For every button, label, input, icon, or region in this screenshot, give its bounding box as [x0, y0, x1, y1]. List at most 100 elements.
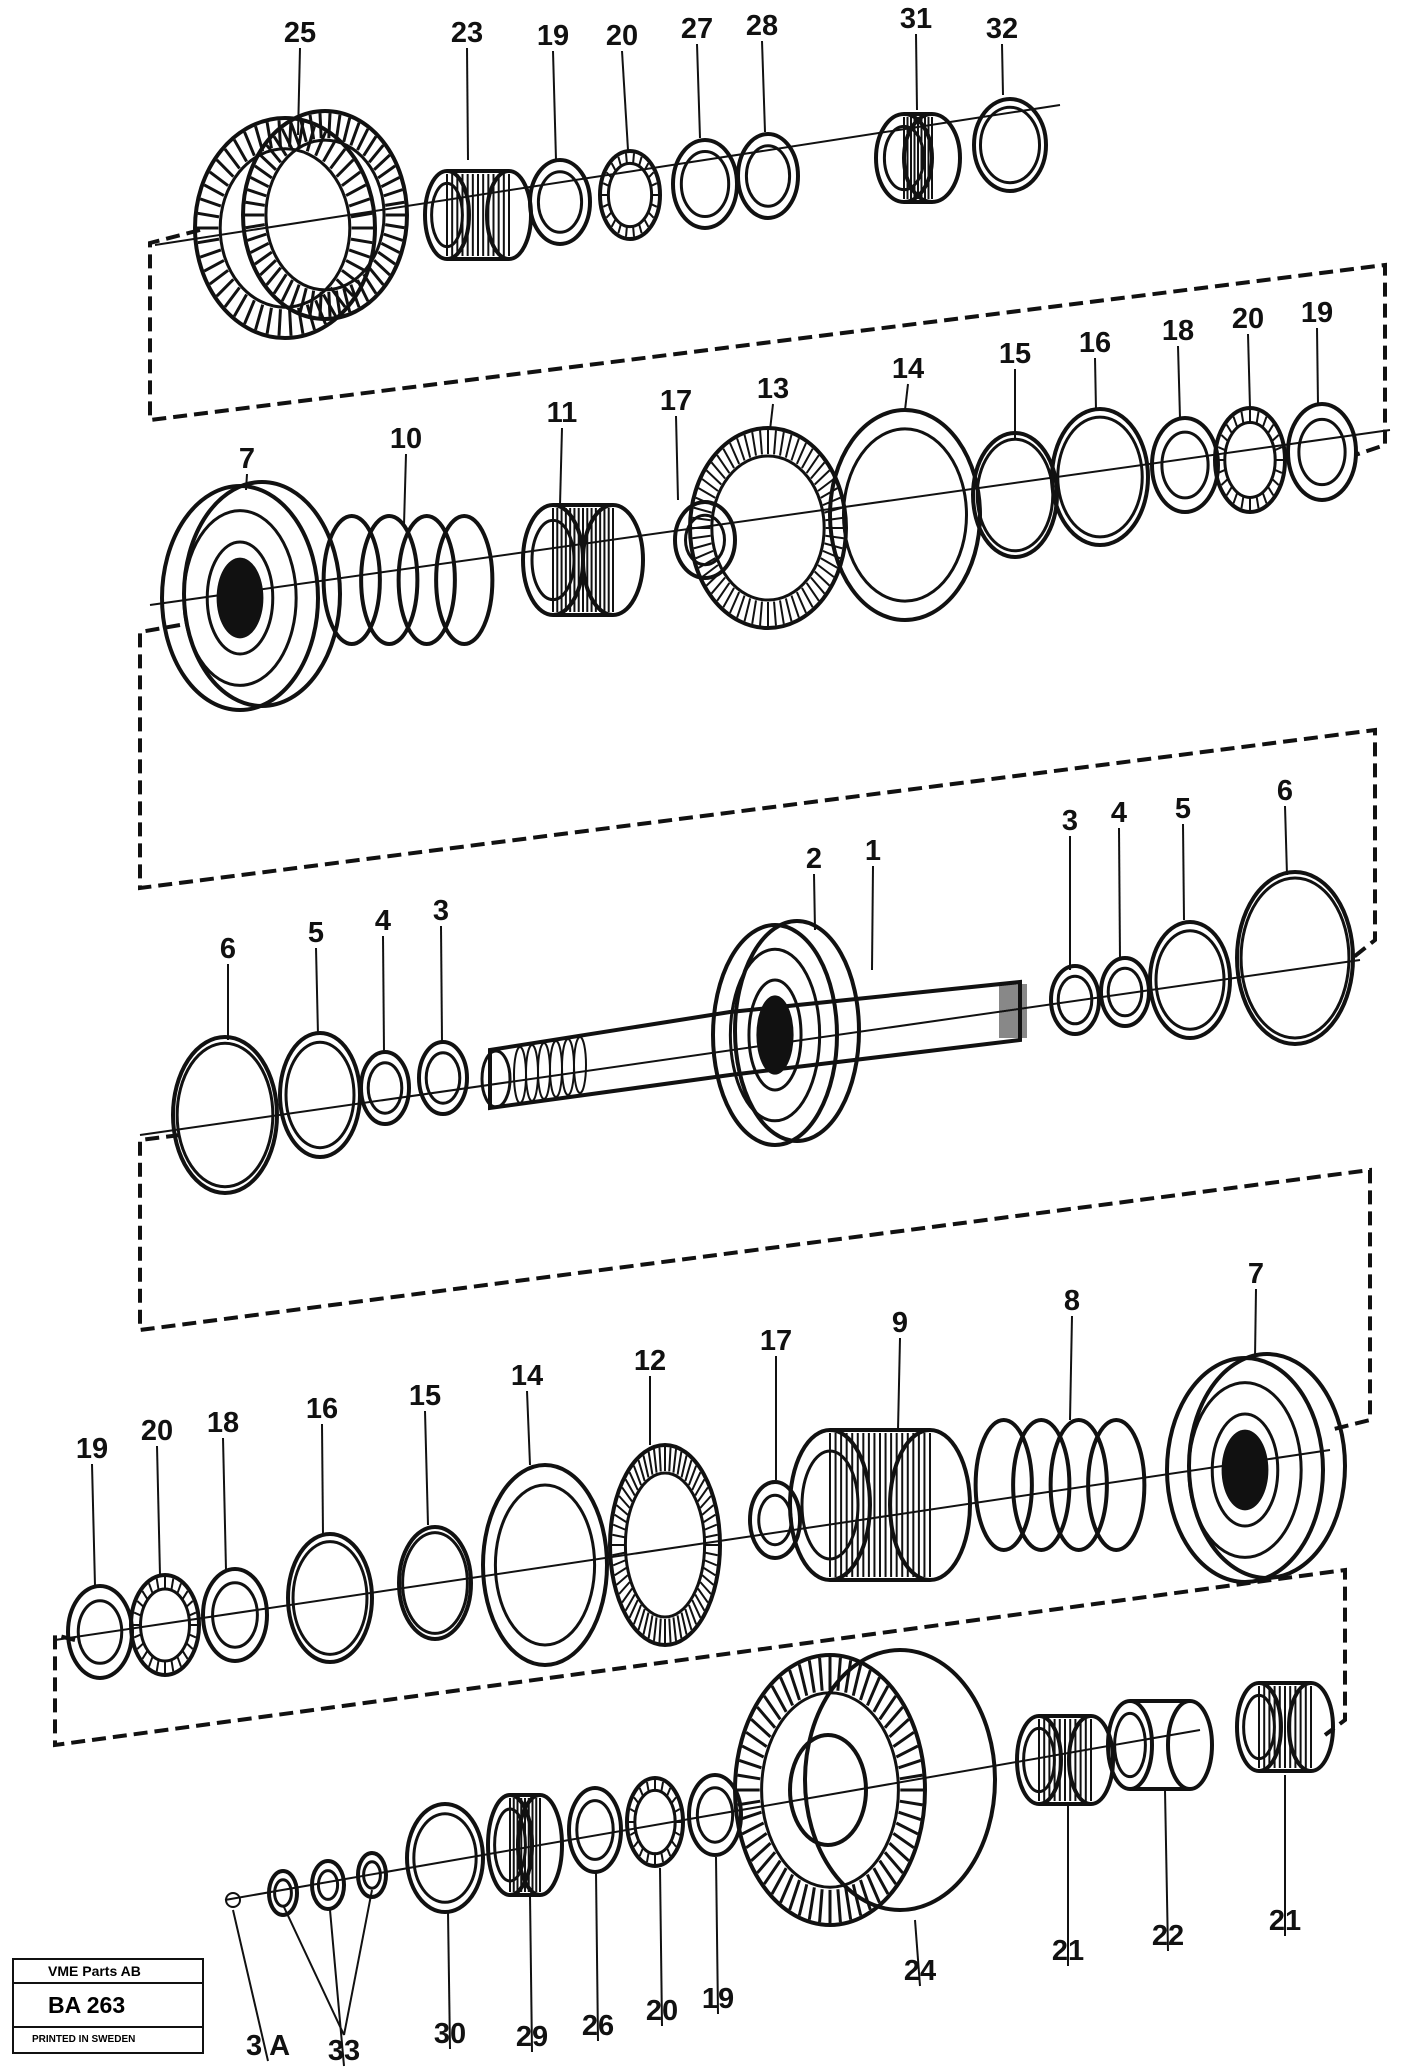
part-13-friction-disc	[688, 426, 848, 630]
part-30-bearing-cup	[405, 1802, 485, 1914]
part-label: 5	[1175, 793, 1191, 825]
part-label: 15	[999, 338, 1031, 370]
leader-line	[315, 947, 319, 1036]
leader-line	[904, 383, 909, 411]
part-22-spacer-sleeve	[1106, 1699, 1214, 1791]
part-label: 20	[1232, 303, 1264, 335]
leader-line	[297, 47, 301, 136]
leader-line	[871, 865, 874, 971]
part-label: 14	[892, 353, 924, 385]
leader-line	[1177, 345, 1181, 419]
part-label: 26	[582, 2010, 614, 2042]
part-31-taper-bearing	[874, 112, 962, 204]
part-label: 6	[1277, 775, 1293, 807]
part-label: 4	[375, 905, 391, 937]
part-24-gear-body	[803, 1648, 997, 1912]
part-label: 25	[284, 17, 316, 49]
leader-line	[1316, 327, 1319, 406]
part-10-springs	[321, 514, 495, 646]
part-label: 32	[986, 13, 1018, 45]
leader-line	[222, 1437, 227, 1571]
leader-line	[1118, 827, 1121, 961]
part-6-seal-ring-left	[171, 1035, 279, 1195]
part-4-ring-left	[359, 1050, 411, 1126]
part-32-bearing-cup	[972, 97, 1048, 193]
part-3a-ball	[225, 1892, 241, 1908]
part-label: 20	[646, 1995, 678, 2027]
part-19-thrust-washer-b	[1286, 402, 1358, 502]
leader-line	[761, 40, 766, 133]
part-label: 10	[390, 423, 422, 455]
leader-line	[559, 427, 563, 506]
part-label: 8	[1064, 1285, 1080, 1317]
leader-line	[1254, 1288, 1257, 1359]
part-label: 3 A	[246, 2030, 290, 2062]
part-15-retaining-ring	[971, 431, 1059, 559]
part-label: 20	[606, 20, 638, 52]
part-18-thrust-washer-c	[201, 1567, 269, 1663]
part-label: 13	[757, 373, 789, 405]
part-label: 5	[308, 917, 324, 949]
part-20-thrust-bearing	[598, 149, 662, 241]
leader-line	[447, 1911, 451, 2050]
leader-line	[156, 1445, 161, 1576]
part-label: 28	[746, 10, 778, 42]
part-label: 31	[900, 3, 932, 35]
title-block: VME Parts AB BA 263 PRINTED IN SWEDEN	[12, 1958, 204, 2054]
part-19-thrust-washer-d	[687, 1773, 743, 1857]
leader-line	[1164, 1789, 1169, 1952]
part-24-gear-bore	[788, 1733, 868, 1847]
part-2-gear-flange	[711, 919, 861, 1147]
part-20-thrust-bearing-b	[1213, 406, 1287, 514]
leader-line	[329, 1909, 345, 2067]
part-15-retaining-ring-c	[397, 1525, 473, 1641]
part-8-springs	[973, 1418, 1147, 1552]
part-19-thrust-washer-c	[66, 1584, 134, 1680]
leader-line	[1001, 43, 1004, 96]
part-label: 19	[702, 1983, 734, 2015]
part-24-gear	[733, 1653, 927, 1927]
leader-line	[813, 873, 816, 931]
title-block-company: VME Parts AB	[14, 1960, 202, 1984]
part-33-shim-b	[310, 1859, 346, 1911]
leader-line	[1284, 805, 1288, 876]
part-label: 19	[76, 1433, 108, 1465]
dashed-connector	[138, 1133, 1372, 1432]
part-3-ring-right	[1049, 964, 1101, 1036]
part-6-seal-ring-right	[1235, 870, 1355, 1046]
part-33-shim-a	[267, 1869, 299, 1917]
part-label: 30	[434, 2018, 466, 2050]
part-5-seal-ring-left	[278, 1031, 362, 1159]
part-label: 21	[1269, 1905, 1301, 1937]
parts-layer	[66, 97, 1358, 1927]
title-block-code: BA 263	[14, 1984, 202, 2028]
part-label: 3	[433, 895, 449, 927]
part-18-thrust-washer	[1150, 416, 1220, 514]
part-14-pressure-plate-c	[481, 1463, 609, 1667]
part-label: 2	[806, 843, 822, 875]
part-4-ring-right	[1099, 956, 1151, 1028]
part-3-ring-left	[417, 1040, 469, 1116]
leader-line	[675, 415, 679, 501]
dashed-connector	[148, 228, 1387, 457]
part-9-clutch-hub	[788, 1428, 972, 1582]
part-label: 21	[1052, 1935, 1084, 1967]
part-28-washer	[736, 132, 800, 220]
part-5-seal-ring-right	[1148, 920, 1232, 1040]
part-12-friction-disc	[608, 1443, 722, 1647]
part-26-washer	[567, 1786, 623, 1874]
part-11-clutch-hub	[521, 503, 645, 617]
part-label: 17	[760, 1325, 792, 1357]
leader-line	[91, 1463, 96, 1587]
part-23-needle-bearing	[423, 169, 533, 261]
part-label: 1	[865, 835, 881, 867]
leader-line	[343, 1889, 373, 2036]
leader-line	[529, 1894, 533, 2053]
part-33-shim-c	[356, 1851, 388, 1899]
leader-line	[1069, 1315, 1073, 1421]
part-label: 22	[1152, 1920, 1184, 1952]
part-label: 23	[451, 17, 483, 49]
leader-line	[1094, 357, 1097, 411]
